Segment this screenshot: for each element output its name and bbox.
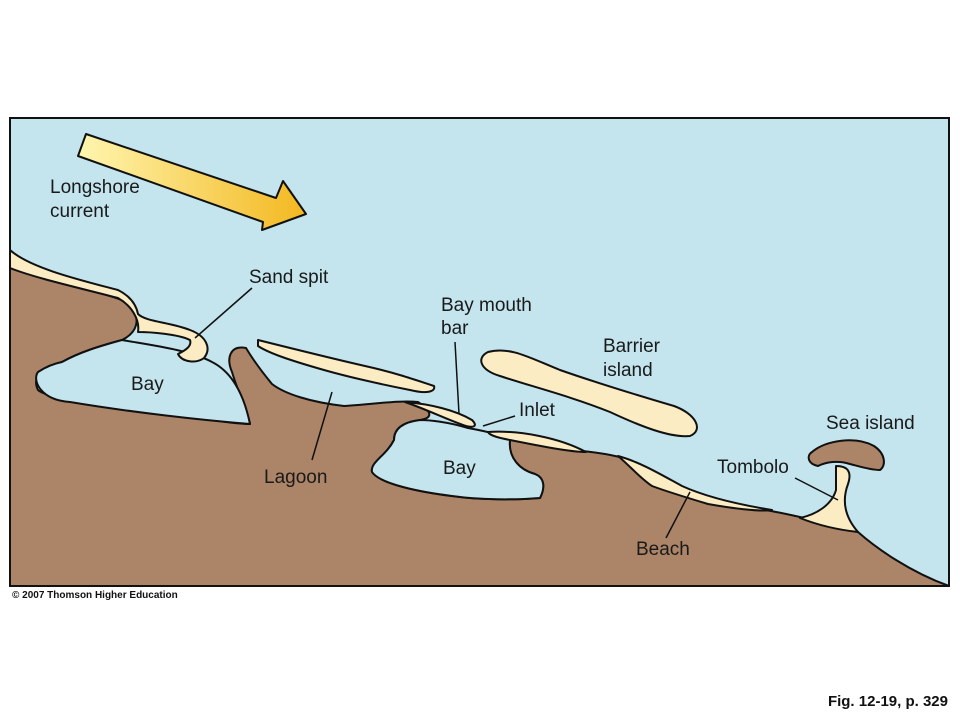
leader-tombolo [794, 477, 839, 501]
label-bay-mouth-bar-line-1: Bay mouth [441, 295, 532, 316]
label-bay-mouth-bar-line-2: bar [441, 318, 469, 339]
figure-caption: Fig. 12-19, p. 329 [827, 693, 948, 710]
leader-lagoon [311, 391, 333, 461]
label-barrier-island-line-2: island [603, 360, 653, 381]
leader-beach [665, 491, 691, 539]
copyright-notice: © 2007 Thomson Higher Education [12, 590, 178, 601]
label-beach: Beach [636, 539, 690, 560]
leader-bay-mouth-bar [454, 341, 460, 415]
main-beach-strip [617, 455, 773, 512]
label-sand-spit: Sand spit [249, 267, 329, 288]
leader-sand-spit [194, 287, 253, 339]
label-longshore-line-2: current [50, 201, 110, 222]
longshore-current-arrow [77, 133, 307, 231]
sea-island-shape [807, 439, 885, 471]
label-sea-island: Sea island [826, 413, 915, 434]
label-inlet: Inlet [519, 400, 556, 421]
tombolo-shape [799, 465, 859, 533]
label-barrier-island-line-1: Barrier [603, 336, 661, 357]
label-bay-left: Bay [131, 374, 164, 395]
barrier-bar-upper [257, 339, 436, 394]
bay-mouth-bar-shape [404, 401, 476, 428]
label-bay-center: Bay [443, 458, 476, 479]
label-longshore-line-1: Longshore [50, 177, 140, 198]
label-longshore-current: Longshore current [50, 177, 145, 222]
diagram-frame [9, 117, 950, 587]
label-lagoon: Lagoon [264, 467, 327, 488]
label-barrier-island: Barrier island [603, 336, 665, 381]
label-bay-mouth-bar: Bay mouth bar [441, 295, 537, 339]
left-shore-beach [9, 249, 209, 363]
inlet-sandbar [487, 430, 587, 453]
leader-inlet [482, 415, 516, 427]
label-tombolo: Tombolo [717, 457, 789, 478]
barrier-island-shape [480, 349, 698, 438]
